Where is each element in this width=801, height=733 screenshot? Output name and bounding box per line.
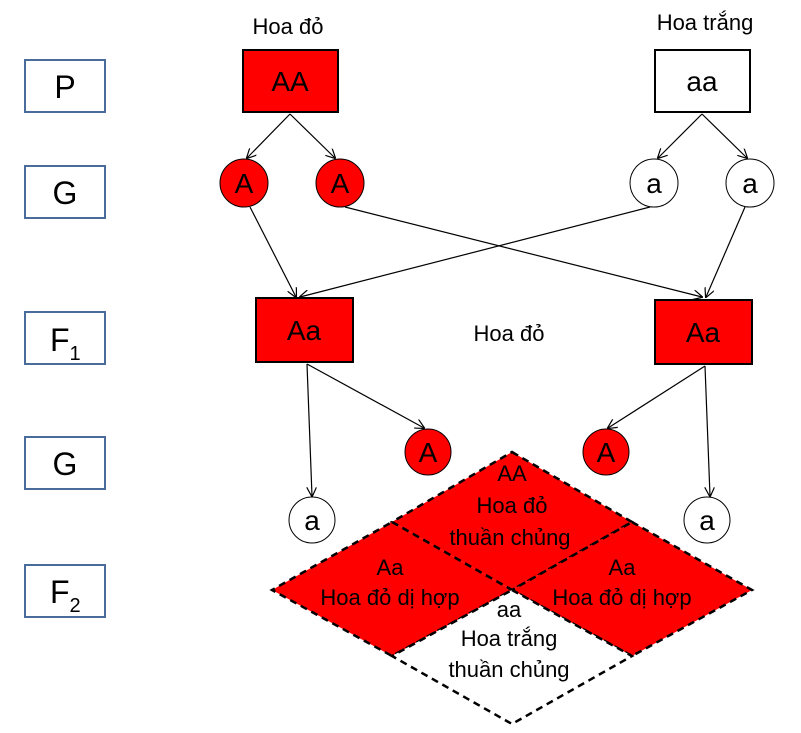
svg-text:a: a — [699, 505, 715, 536]
generation-g2-box: G — [24, 436, 106, 490]
f2-cell-bottom: aa Hoa trắng thuần chủng — [389, 588, 635, 726]
arrow-f1-left-to-a — [306, 363, 312, 496]
arrow-p-right-to-gamete-3 — [658, 113, 703, 158]
svg-text:A: A — [331, 168, 350, 199]
gamete-g2-left-a: a — [288, 496, 336, 544]
arrow-gamete-4-to-f1-right — [706, 206, 746, 297]
parent-right-box: aa — [654, 49, 751, 113]
svg-text:thuần chủng: thuần chủng — [448, 657, 569, 682]
svg-text:A: A — [597, 437, 616, 468]
arrow-p-left-to-gamete-1 — [247, 113, 291, 158]
parent-left-phenotype: Hoa đỏ — [253, 14, 324, 39]
gamete-4: a — [725, 158, 775, 208]
arrow-p-right-to-gamete-4 — [701, 113, 747, 158]
generation-f1-label: F1 — [50, 322, 81, 365]
svg-text:Hoa đỏ dị hợp: Hoa đỏ dị hợp — [552, 585, 691, 610]
parent-left-genotype: AA — [271, 66, 309, 97]
svg-text:a: a — [304, 505, 320, 536]
f1-left-box: Aa — [255, 297, 354, 363]
svg-text:aa: aa — [497, 597, 522, 622]
svg-text:a: a — [742, 168, 758, 199]
parent-right-phenotype: Hoa trắng — [657, 10, 754, 35]
svg-text:Hoa trắng: Hoa trắng — [461, 626, 558, 651]
gamete-1: A — [219, 158, 269, 208]
svg-text:a: a — [646, 168, 662, 199]
f1-phenotype: Hoa đỏ — [474, 321, 545, 346]
svg-text:Aa: Aa — [377, 555, 405, 580]
svg-text:Hoa đỏ dị hợp: Hoa đỏ dị hợp — [320, 585, 459, 610]
svg-text:Aa: Aa — [609, 555, 637, 580]
f1-right-box: Aa — [654, 299, 753, 365]
svg-text:Hoa đỏ: Hoa đỏ — [477, 493, 548, 518]
generation-p-box: P — [24, 59, 106, 113]
gamete-3: a — [629, 158, 679, 208]
svg-text:thuần chủng: thuần chủng — [449, 525, 570, 550]
gamete-g2-left-A: A — [404, 428, 452, 476]
arrow-f1-left-to-A — [306, 363, 424, 428]
arrow-f1-right-to-a — [704, 365, 710, 496]
arrow-gamete-1-to-f1-left — [249, 206, 296, 297]
parent-left-box: AA — [242, 49, 339, 113]
arrow-p-left-to-gamete-2 — [289, 113, 335, 158]
generation-f2-box: F2 — [24, 564, 106, 618]
generation-g2-label: G — [53, 446, 78, 482]
generation-f2-label: F2 — [50, 574, 81, 617]
arrow-gamete-2-to-f1-right — [344, 206, 702, 297]
svg-text:AA: AA — [497, 461, 527, 486]
gamete-2: A — [315, 158, 365, 208]
parent-right-genotype: aa — [686, 66, 718, 97]
arrow-gamete-3-to-f1-left — [300, 206, 651, 297]
generation-g-label: G — [53, 175, 78, 211]
generation-p-label: P — [54, 69, 75, 105]
gamete-g2-right-A: A — [582, 428, 630, 476]
svg-text:A: A — [235, 168, 254, 199]
f1-left-genotype: Aa — [287, 315, 322, 346]
f2-cell-right: Aa Hoa đỏ dị hợp — [509, 520, 755, 658]
svg-text:A: A — [419, 437, 438, 468]
gamete-g2-right-a: a — [683, 496, 731, 544]
arrow-f1-right-to-A — [608, 365, 706, 428]
generation-f1-box: F1 — [24, 311, 106, 365]
f1-right-genotype: Aa — [686, 317, 721, 348]
generation-g-box: G — [24, 165, 106, 219]
